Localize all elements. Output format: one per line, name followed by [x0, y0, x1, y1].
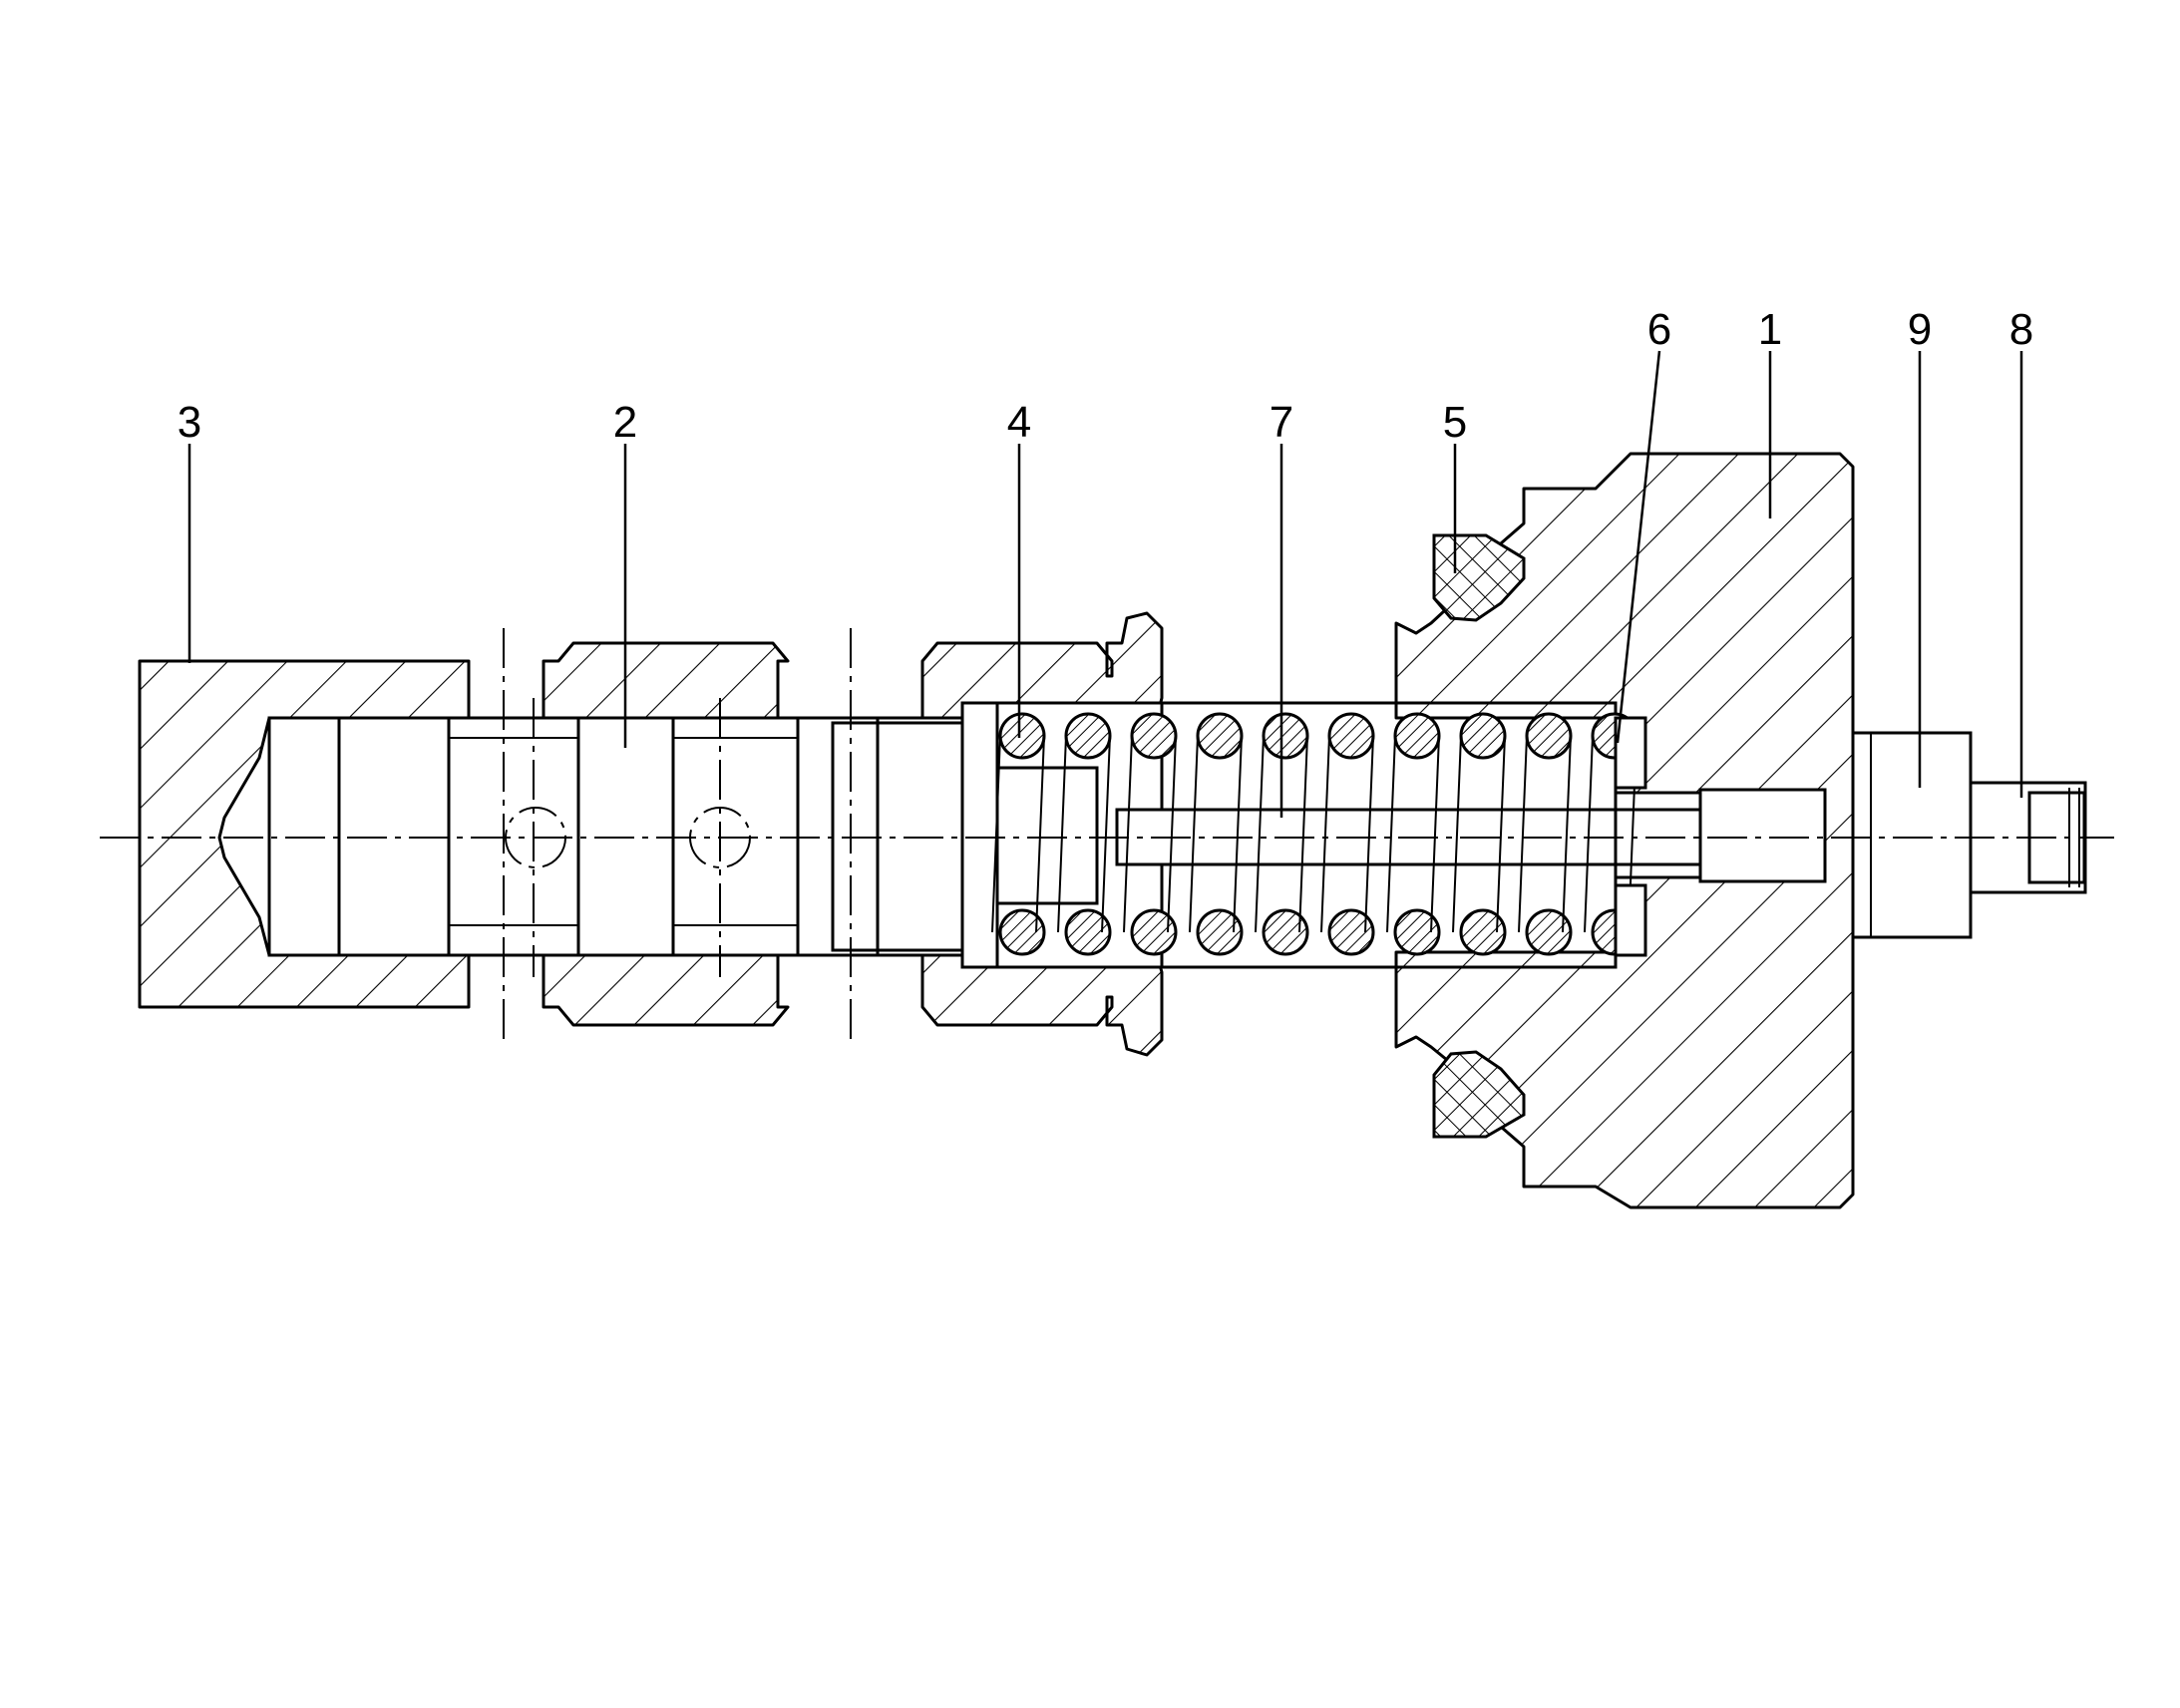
- callout-9: 9: [1908, 305, 1932, 354]
- spring-coil-section: [1327, 908, 1375, 956]
- callout-4: 4: [1007, 398, 1031, 447]
- spring-coil-strand: [1233, 735, 1243, 933]
- callout-6: 6: [1647, 305, 1671, 354]
- spring-coil-strand: [1518, 735, 1528, 933]
- spring-coil-section: [1393, 712, 1441, 760]
- callout-3: 3: [178, 398, 201, 447]
- spring-coil-strand: [1057, 735, 1067, 933]
- spring-coil-section: [1525, 712, 1573, 760]
- callout-5: 5: [1443, 398, 1467, 447]
- spring-coil-strand: [1430, 735, 1440, 933]
- callout-1: 1: [1758, 305, 1782, 354]
- spring-coil-section: [998, 908, 1046, 956]
- spring-coil-strand: [991, 735, 1001, 933]
- sleeve-part-2: [542, 611, 1164, 1057]
- spring-coil-section: [1196, 712, 1244, 760]
- spring-coil-section: [1130, 712, 1178, 760]
- spring-coil-section: [1064, 908, 1112, 956]
- callout-7: 7: [1270, 398, 1293, 447]
- spring-coil-strand: [1584, 735, 1594, 933]
- callout-labels: 1 2 3 4 5 6 7 8 9: [178, 305, 2033, 447]
- spring-coil-strand: [1364, 735, 1374, 933]
- callout-2: 2: [613, 398, 637, 447]
- spring-coil-strand: [1189, 735, 1199, 933]
- nut-part-9: [1698, 731, 1973, 939]
- spring-coil-section: [1459, 712, 1507, 760]
- spring-coil-strand: [1167, 735, 1177, 933]
- spring-coil-section: [1262, 712, 1309, 760]
- spring-coil-strand: [1255, 735, 1265, 933]
- spring-coil-section: [1393, 908, 1441, 956]
- callout-8: 8: [2009, 305, 2033, 354]
- seal-ring-part-5: [1432, 533, 1526, 1139]
- spring-coil-strand: [1562, 735, 1572, 933]
- spring-coil-strand: [1386, 735, 1396, 933]
- spring-coil-strand: [1298, 735, 1308, 933]
- spring-coil-strand: [1452, 735, 1462, 933]
- spring-coil-section: [1064, 712, 1112, 760]
- spring-coil-section: [1459, 908, 1507, 956]
- leader-lines: [187, 350, 2023, 818]
- spring-coil-section: [998, 712, 1046, 760]
- spring-coil-section: [1327, 712, 1375, 760]
- spring-coil-section: [1525, 908, 1573, 956]
- spring-coil-strand: [1101, 735, 1111, 933]
- spring-coil-strand: [1496, 735, 1506, 933]
- spring-coil-section: [1262, 908, 1309, 956]
- spring-seat-part-6: [1614, 716, 1647, 957]
- spring-coil-strand: [1035, 735, 1045, 933]
- spring-coil-strand: [1123, 735, 1133, 933]
- spring-coil-section: [1196, 908, 1244, 956]
- spring-coil-strand: [1320, 735, 1330, 933]
- spring-coil-section: [1130, 908, 1178, 956]
